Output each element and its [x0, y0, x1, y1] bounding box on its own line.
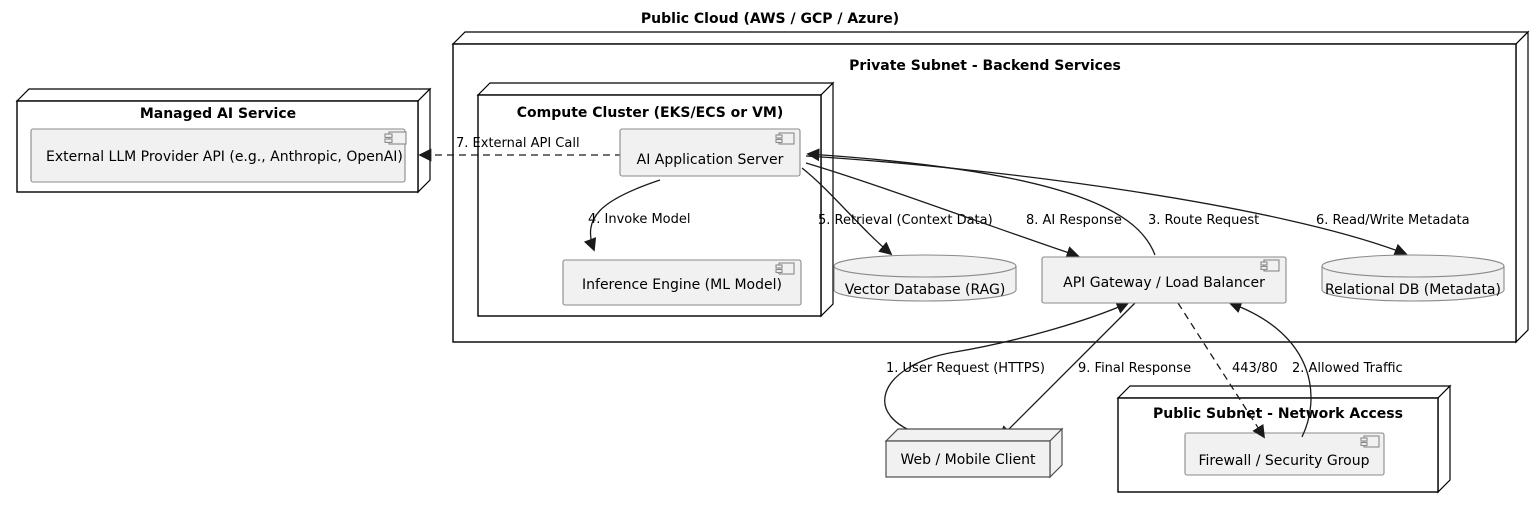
public-subnet-right-face — [1437, 384, 1451, 494]
managed-ai-service-title: Managed AI Service — [140, 106, 296, 122]
component-firewall[interactable]: Firewall / Security Group — [1184, 432, 1385, 476]
web-client-front-face[interactable] — [885, 440, 1051, 478]
edge-4-invoke-model-line — [590, 179, 661, 250]
edge-1-user-request-line — [884, 303, 1128, 438]
container-public-subnet: Public Subnet - Network Access Firewall … — [1116, 384, 1452, 494]
component-icon — [775, 262, 795, 275]
compute-cluster-top-face — [476, 82, 835, 96]
edge-10-ports-label: 443/80 — [1232, 361, 1278, 376]
edge-2-allowed-traffic-label: 2. Allowed Traffic — [1292, 361, 1403, 376]
managed-ai-service-right-face — [417, 87, 431, 194]
edge-2-allowed-traffic-line — [1230, 303, 1312, 438]
ai-app-server-label: AI Application Server — [637, 152, 784, 168]
edge-5-retrieval-label: 5. Retrieval (Context Data) — [818, 213, 993, 228]
compute-cluster-right-face — [820, 81, 834, 318]
vector-db-label: Vector Database (RAG) — [845, 282, 1006, 298]
edge-8-ai-response-line — [805, 162, 1078, 256]
edge-3-route-request-line — [808, 154, 1156, 256]
component-api-gateway[interactable]: API Gateway / Load Balancer — [1041, 256, 1287, 304]
managed-ai-service-top-face — [15, 88, 432, 102]
edge-1-user-request-label: 1. User Request (HTTPS) — [886, 361, 1045, 376]
edge-3-route-request-label: 3. Route Request — [1148, 213, 1259, 228]
private-subnet-title: Private Subnet - Backend Services — [849, 58, 1121, 74]
edge-9-final-response-label: 9. Final Response — [1078, 361, 1191, 376]
inference-engine-body[interactable] — [562, 259, 802, 306]
edge-8-ai-response-label: 8. AI Response — [1026, 213, 1122, 228]
component-icon — [775, 132, 795, 145]
component-icon — [384, 131, 407, 145]
edge-6-read-write-metadata-line — [805, 155, 1406, 254]
external-llm-body[interactable] — [30, 128, 406, 183]
component-inference-engine[interactable]: Inference Engine (ML Model) — [562, 259, 802, 306]
node-web-mobile-client[interactable]: Web / Mobile Client — [884, 427, 1064, 479]
edge-6-read-write-metadata-label: 6. Read/Write Metadata — [1316, 213, 1470, 228]
database-vector-db[interactable]: Vector Database (RAG) — [833, 254, 1017, 302]
private-subnet-top-face — [451, 31, 1530, 45]
edge-4-invoke-model-label: 4. Invoke Model — [588, 212, 690, 227]
inference-engine-label: Inference Engine (ML Model) — [582, 277, 782, 293]
database-relational-db[interactable]: Relational DB (Metadata) — [1321, 254, 1505, 302]
edge-9-final-response-line — [1000, 302, 1136, 438]
api-gateway-body[interactable] — [1041, 256, 1287, 304]
edge-5-retrieval-line — [801, 167, 891, 254]
component-icon — [1360, 435, 1380, 448]
edge-7-external-api-call-label: 7. External API Call — [456, 136, 580, 151]
web-client-label: Web / Mobile Client — [900, 452, 1036, 468]
api-gateway-label: API Gateway / Load Balancer — [1063, 275, 1265, 291]
container-managed-ai-service: Managed AI Service External LLM Provider… — [15, 87, 432, 194]
cloud-title: Public Cloud (AWS / GCP / Azure) — [641, 11, 899, 27]
vector-db-top — [833, 254, 1017, 278]
relational-db-top — [1321, 254, 1505, 278]
ai-app-server-body[interactable] — [619, 128, 801, 177]
edge-10-ports-line — [1177, 302, 1264, 437]
public-subnet-title: Public Subnet - Network Access — [1153, 406, 1403, 422]
firewall-body[interactable] — [1184, 432, 1385, 476]
relational-db-label: Relational DB (Metadata) — [1325, 282, 1501, 298]
web-client-top-face — [884, 428, 1064, 442]
private-subnet-right-face — [1515, 30, 1529, 344]
compute-cluster-title: Compute Cluster (EKS/ECS or VM) — [517, 105, 784, 121]
firewall-label: Firewall / Security Group — [1199, 453, 1370, 469]
component-ai-app-server[interactable]: AI Application Server — [619, 128, 801, 177]
component-icon — [1260, 259, 1280, 272]
external-llm-label: External LLM Provider API (e.g., Anthrop… — [46, 149, 403, 165]
component-external-llm[interactable]: External LLM Provider API (e.g., Anthrop… — [30, 128, 407, 183]
public-subnet-top-face — [1116, 385, 1452, 399]
